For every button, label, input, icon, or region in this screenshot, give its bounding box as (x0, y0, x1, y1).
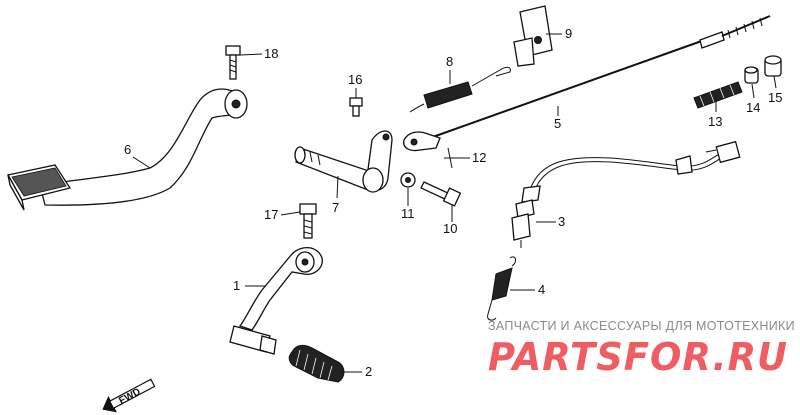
callout-9: 9 (565, 26, 572, 41)
nut-15 (764, 55, 782, 77)
callout-10: 10 (443, 221, 457, 236)
bracket-9 (513, 5, 553, 67)
callout-17: 17 (264, 207, 278, 222)
joint-14 (744, 66, 759, 84)
callout-4: 4 (538, 282, 545, 297)
forward-direction-indicator: FWD (102, 378, 156, 413)
callout-1: 1 (233, 278, 240, 293)
fwd-label: FWD (117, 386, 142, 406)
gearshift-pedal-1 (229, 247, 323, 355)
bolt-16 (349, 97, 363, 117)
callout-14: 14 (746, 100, 760, 115)
switch-spring-4 (487, 256, 517, 321)
callout-11: 11 (401, 206, 415, 221)
bolt-18 (225, 45, 241, 80)
callout-5: 5 (554, 116, 561, 131)
callout-8: 8 (446, 54, 453, 69)
callout-12: 12 (472, 150, 486, 165)
return-spring-8 (409, 66, 511, 113)
callout-6: 6 (124, 142, 131, 157)
callout-3: 3 (558, 214, 565, 229)
arrow-icon (103, 397, 116, 412)
callout-16: 16 (348, 72, 362, 87)
callout-18: 18 (264, 46, 278, 61)
brake-rod-5 (403, 15, 771, 152)
brake-pedal-arm (7, 88, 248, 211)
callout-13: 13 (708, 114, 722, 129)
watermark: ЗАПЧАСТИ И АКСЕССУАРЫ ДЛЯ МОТОТЕХНИКИ PA… (488, 319, 795, 379)
leader-lines (132, 33, 777, 373)
watermark-brand: PARTSFOR.RU (488, 335, 788, 379)
callout-15: 15 (768, 90, 782, 105)
bolt-10 (420, 181, 462, 207)
stop-switch-3 (511, 140, 741, 248)
watermark-tagline: ЗАПЧАСТИ И АКСЕССУАРЫ ДЛЯ МОТОТЕХНИКИ (488, 319, 795, 333)
pedal-shaft (294, 130, 393, 193)
spring-13 (693, 81, 743, 109)
bolt-17 (299, 203, 317, 239)
callout-2: 2 (365, 364, 372, 379)
cotter-pin-12 (444, 147, 456, 169)
pedal-rubber-2 (288, 344, 345, 383)
callout-7: 7 (332, 200, 339, 215)
callout-numbers: 18 6 16 7 11 10 12 8 9 5 13 14 15 3 4 17… (124, 26, 782, 379)
